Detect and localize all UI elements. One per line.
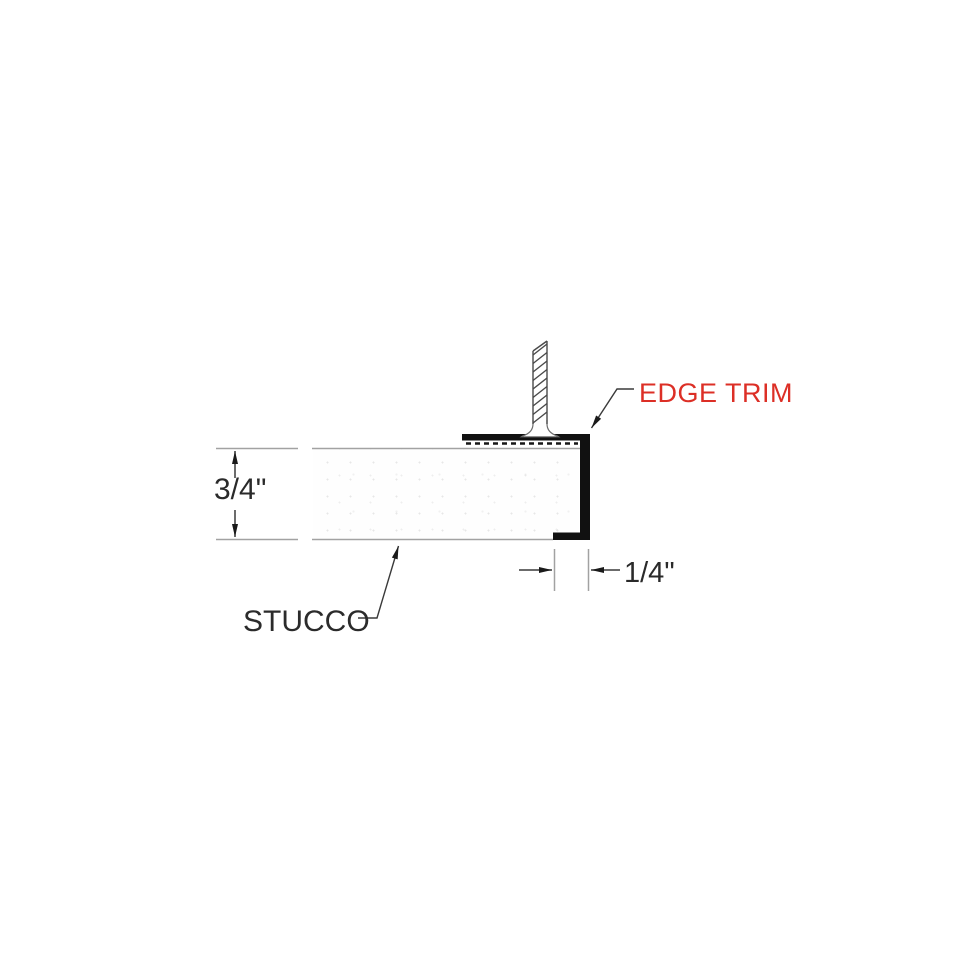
dimension-trim-depth: 1/4" xyxy=(624,557,675,589)
dimension-stucco-thickness: 3/4" xyxy=(214,473,267,506)
screw-head-flare xyxy=(519,420,561,438)
stucco-panel-texture xyxy=(313,449,579,539)
screw-thread-hatch xyxy=(532,343,548,424)
stucco-label: STUCCO xyxy=(243,605,370,638)
stucco-leader-line xyxy=(358,545,400,619)
edge-trim-leader-line xyxy=(590,388,634,429)
edge-trim-label: EDGE TRIM xyxy=(639,378,794,408)
edge-trim-vertical-leg xyxy=(580,434,590,540)
edge-trim-bottom-lip xyxy=(553,532,590,540)
